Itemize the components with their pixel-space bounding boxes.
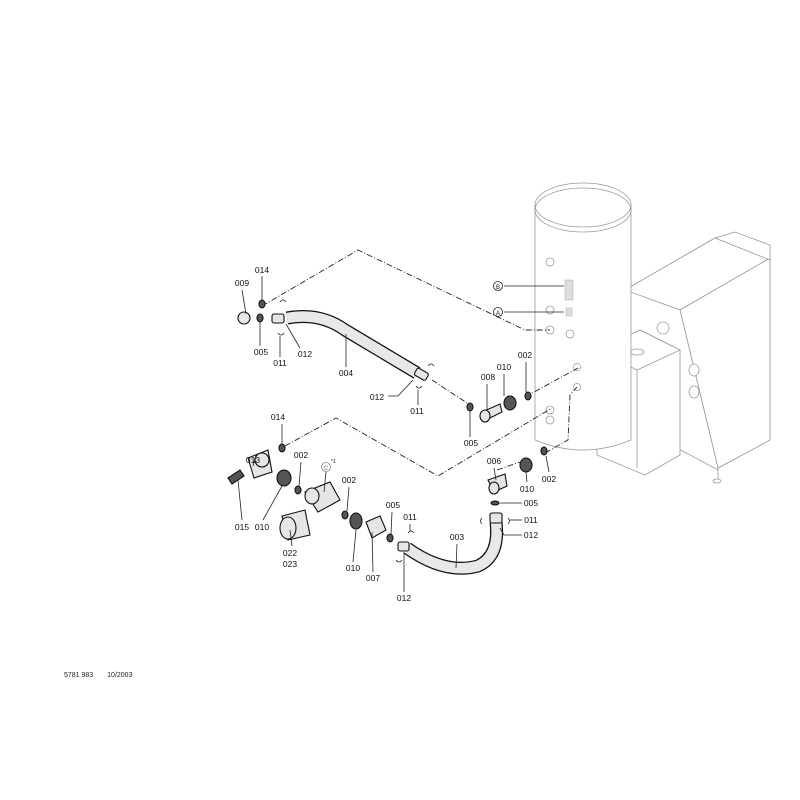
footer: 5781 983 10/2003 (64, 672, 144, 679)
part-label: 012 (524, 530, 538, 540)
part-label: 002 (518, 350, 532, 360)
part-label: 011 (403, 512, 417, 522)
bottom-pipe-assembly (227, 443, 548, 575)
part-label: 011 (410, 406, 424, 416)
part-label: 007 (366, 573, 380, 583)
part-label: 012 (298, 349, 312, 359)
part-label: 003 (450, 532, 464, 542)
part-label: 006 (487, 456, 501, 466)
bottom-part-labels: 014 013 015 010 002 002 005 011 010 007 … (235, 412, 556, 603)
part-label: 010 (497, 362, 511, 372)
part-label: 010 (255, 522, 269, 532)
part-label: 005 (464, 438, 478, 448)
callout-circle-a (493, 307, 503, 317)
callout-circle-c (321, 462, 331, 472)
part-label: 011 (524, 515, 538, 525)
part-label: 014 (271, 412, 285, 422)
document-number: 5781 983 (64, 672, 94, 679)
part-label: 005 (524, 498, 538, 508)
storage-tank (534, 182, 632, 451)
part-label: 002 (342, 475, 356, 485)
part-label: 013 (246, 455, 260, 465)
part-label: 009 (235, 278, 249, 288)
part-label: 015 (235, 522, 249, 532)
part-label: 014 (255, 265, 269, 275)
callout-b: B (496, 285, 500, 291)
connection-lines (261, 249, 579, 477)
callout-c: C (324, 466, 329, 472)
callout-a: A (496, 311, 500, 317)
part-label: 002 (294, 450, 308, 460)
document-date: 10/2003 (107, 672, 133, 679)
leader-lines (237, 276, 564, 592)
part-label: 004 (339, 368, 353, 378)
part-label: 005 (254, 347, 268, 357)
part-label: 023 (283, 559, 297, 569)
part-label: 012 (370, 392, 384, 402)
part-label: 022 (283, 548, 297, 558)
part-label: 002 (542, 474, 556, 484)
part-label: 012 (397, 593, 411, 603)
callout-c-note: *1 (331, 459, 336, 465)
top-pipe-assembly (237, 299, 532, 423)
top-part-labels: 009 014 005 011 012 004 012 011 005 008 … (235, 265, 532, 448)
part-label: 005 (386, 500, 400, 510)
part-label: 010 (520, 484, 534, 494)
part-label: 010 (346, 563, 360, 573)
part-label: 011 (273, 358, 287, 368)
callout-circle-b (493, 281, 503, 291)
part-label: 008 (481, 372, 495, 382)
